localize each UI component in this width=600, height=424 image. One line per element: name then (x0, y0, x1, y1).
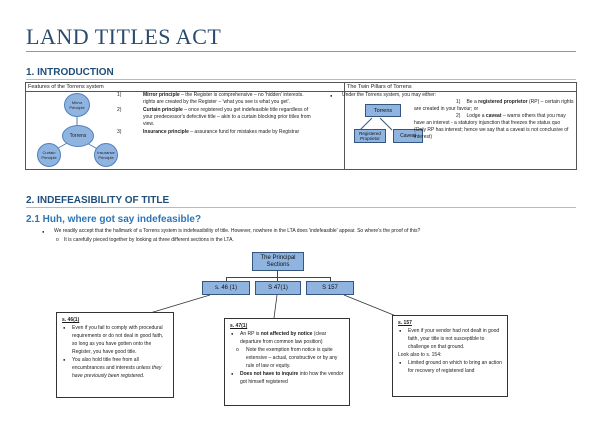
page-title: LAND TITLES ACT (26, 24, 222, 49)
twin-note: (Only RP has interest; hence we say that… (414, 127, 569, 140)
section-heading-indefeasibility: 2. INDEFEASIBILITY OF TITLE (26, 195, 170, 206)
section-47-node: S 47(1) (255, 281, 301, 295)
principal-sections-box: The Principal Sections (252, 252, 304, 271)
twin-pillars-connectors (359, 117, 393, 131)
principles-list: 1)Mirror principle – the Register is com… (117, 92, 313, 137)
mirror-principle-node: Mirror Principle (64, 93, 90, 117)
callout-s47: s. 47(1) An RP is not affected by notice… (224, 318, 350, 406)
title-rule (26, 51, 576, 52)
section-heading-introduction: 1. INTRODUCTION (26, 67, 114, 78)
features-column-header: Features of the Torrens system (28, 84, 104, 90)
section-157-node: S 157 (306, 281, 354, 295)
caveat-box: Caveat (393, 129, 423, 143)
torrens-center-node: Torrens (62, 125, 94, 147)
header-divider (26, 91, 576, 92)
principle-item: 2)Curtain principle – once registered yo… (117, 107, 311, 127)
sub-heading: 2.1 Huh, where got say indefeasible? (26, 214, 202, 225)
principle-item: 1)Mirror principle – the Register is com… (117, 92, 304, 105)
twin-torrens-box: Torrens (365, 104, 401, 117)
section-rule (26, 79, 576, 80)
insurance-principle-node: Insurance Principle (94, 143, 118, 167)
twin-points: 1)Be a registered proprietor (RP) – cert… (414, 99, 574, 141)
column-divider (344, 83, 345, 169)
curtain-principle-node: Curtain Principle (37, 143, 61, 167)
org-connector (277, 277, 278, 281)
twin-intro: Under the Torrens system, you may either… (322, 92, 572, 99)
principle-item: 3)Insurance principle – assurance fund f… (117, 129, 300, 135)
registered-proprietor-box: Registered Proprietor (354, 129, 386, 143)
indefeasibility-bullet: We readily accept that the hallmark of a… (34, 228, 574, 244)
callout-s157: s. 157 Even if your vendor had not dealt… (392, 315, 508, 397)
org-connector (330, 277, 331, 281)
twin-point: 2)Lodge a caveat – warns others that you… (414, 113, 566, 126)
twin-pillars-column-header: The Twin Pillars of Torrens (347, 84, 412, 90)
org-connector (226, 277, 330, 278)
org-connector (226, 277, 227, 281)
intro-table: Features of the Torrens system The Twin … (25, 82, 577, 170)
org-connector (277, 271, 278, 277)
section-46-node: s. 46 (1) (202, 281, 250, 295)
callout-s46: s. 46(1) Even if you fail to comply with… (56, 312, 174, 398)
twin-point: 1)Be a registered proprietor (RP) – cert… (414, 99, 574, 112)
section-rule (26, 207, 576, 208)
